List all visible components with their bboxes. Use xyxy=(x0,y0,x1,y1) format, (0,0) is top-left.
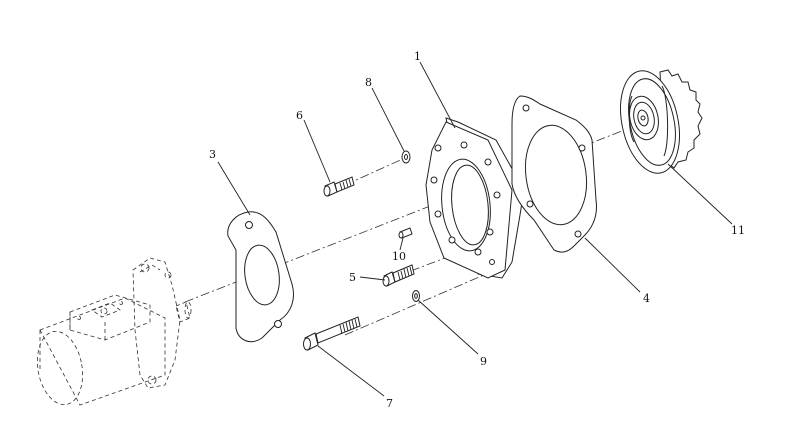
callout-labels: 1 3 4 5 6 7 8 9 10 11 xyxy=(209,50,745,410)
part-10-dowel-pin xyxy=(398,227,413,239)
leader-9 xyxy=(417,299,479,355)
leader-3 xyxy=(217,161,251,216)
part-11-gear-assembly xyxy=(620,69,703,174)
leader-10 xyxy=(399,237,404,251)
part-1-adapter-plate xyxy=(425,117,525,279)
leader-5 xyxy=(359,276,386,281)
gear-pump-body xyxy=(37,257,192,406)
callout-7: 7 xyxy=(386,397,393,410)
callout-11: 11 xyxy=(731,224,745,237)
part-7-long-cap-screw xyxy=(303,316,361,351)
part-9-washer xyxy=(412,290,420,302)
callout-9: 9 xyxy=(480,355,487,368)
callout-6: 6 xyxy=(296,109,303,122)
leader-7 xyxy=(317,345,385,397)
part-3-gasket xyxy=(227,211,294,343)
leader-lines xyxy=(217,61,733,397)
leader-8 xyxy=(371,87,405,152)
leader-11 xyxy=(667,163,733,225)
callout-8: 8 xyxy=(365,76,372,89)
part-6-cap-screw xyxy=(323,176,355,197)
part-8-washer xyxy=(401,150,411,164)
leader-1 xyxy=(419,61,456,129)
callout-5: 5 xyxy=(349,271,356,284)
callout-1: 1 xyxy=(414,50,421,63)
callout-3: 3 xyxy=(209,148,216,161)
leader-6 xyxy=(303,119,331,183)
callout-4: 4 xyxy=(643,292,650,305)
callout-10: 10 xyxy=(392,250,406,263)
leader-4 xyxy=(584,237,641,293)
part-4-flat-gasket xyxy=(511,95,597,253)
part-5-cap-screw xyxy=(382,264,415,287)
